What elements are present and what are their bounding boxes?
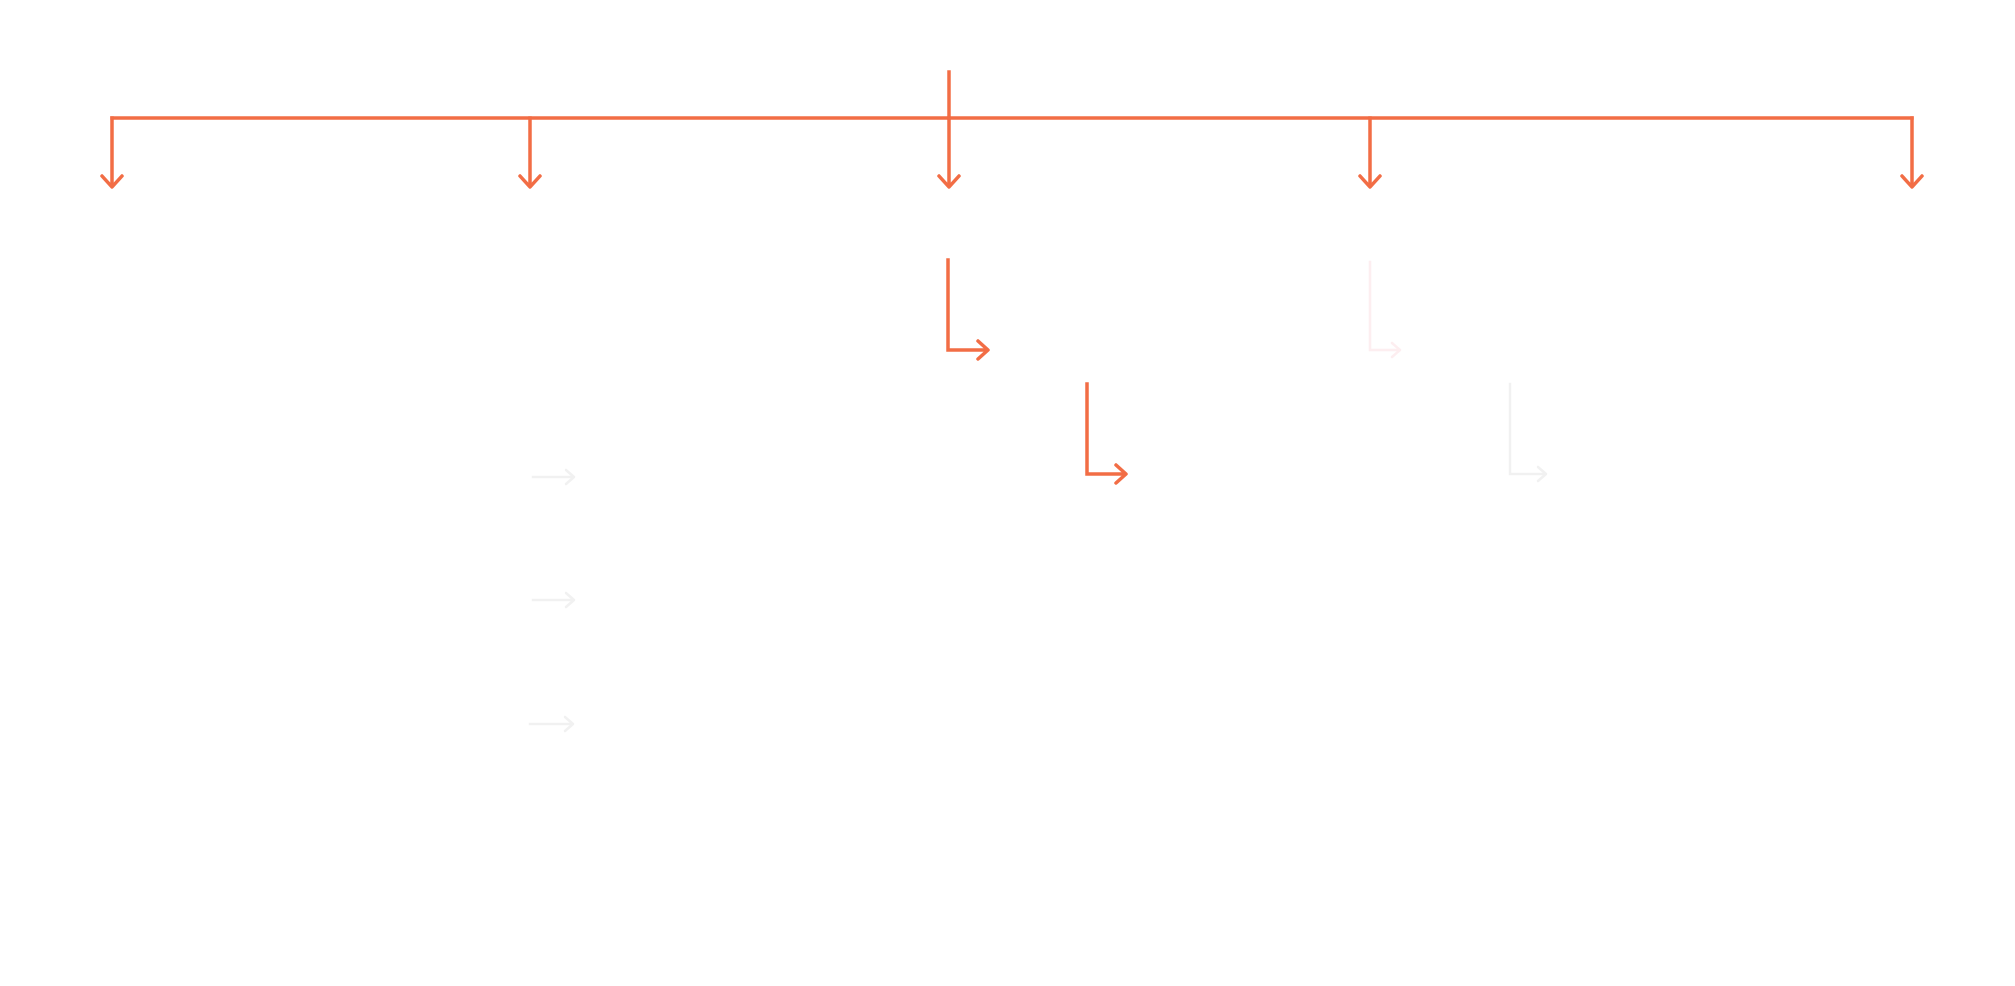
elbow-line-2: [1085, 382, 1126, 476]
down-arrow-icon: [100, 174, 124, 189]
faint-right-arrow-icon: [563, 715, 575, 733]
faint-elbow-connectors: [1368, 260, 1548, 483]
right-arrow-icon: [976, 339, 990, 361]
down-arrow-icon: [1358, 174, 1382, 189]
down-arrow-icon: [1900, 174, 1924, 189]
faint-list-arrows: [528, 468, 576, 733]
faint-right-arrow-icon: [1536, 465, 1548, 483]
down-arrow-icon: [518, 174, 542, 189]
faint-right-arrow-icon: [1390, 341, 1402, 359]
down-arrow-icon: [937, 174, 961, 189]
faint-elbow-line-1: [1368, 260, 1400, 352]
faint-right-arrow-icon: [564, 591, 576, 609]
right-arrow-icon: [1114, 463, 1128, 485]
faint-elbow-line-2: [1508, 382, 1546, 476]
child-elbow-connectors: [946, 258, 1128, 485]
root-branch-connectors: [100, 70, 1924, 189]
faint-right-arrow-icon: [564, 468, 576, 486]
elbow-line-1: [946, 258, 988, 352]
